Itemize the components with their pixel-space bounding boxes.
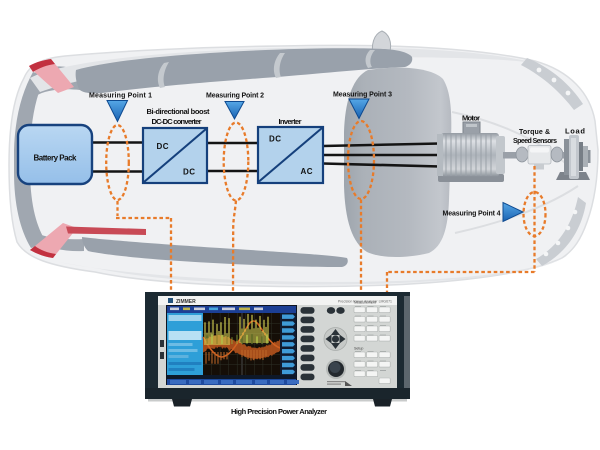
svg-text:Torque &: Torque & [519,129,550,136]
svg-text:DC: DC [269,135,281,144]
svg-text:Setup: Setup [354,347,363,351]
svg-text:Precision Power Analyzer LM: Precision Power Analyzer LMG671 [338,300,392,304]
svg-text:Measuring Point 1: Measuring Point 1 [89,93,152,100]
svg-text:Motor: Motor [462,114,480,123]
svg-text:High Precision Power Analyzer: High Precision Power Analyzer [231,407,327,416]
svg-text:AC: AC [301,167,313,176]
svg-text:Measuring Point 3: Measuring Point 3 [333,92,392,99]
svg-text:DC: DC [157,142,169,151]
svg-text:DC-DC converter: DC-DC converter [152,117,202,126]
svg-text:Load: Load [565,127,585,136]
svg-text:Bi-directional boost: Bi-directional boost [147,107,211,116]
svg-text:Measurement: Measurement [354,301,376,305]
svg-text:Measuring Point 2: Measuring Point 2 [206,93,264,100]
svg-text:Inverter: Inverter [279,117,302,126]
svg-text:ZIMMER: ZIMMER [176,299,196,305]
svg-text:DC: DC [183,168,195,177]
svg-text:Battery Pack: Battery Pack [34,154,78,163]
svg-text:Speed Sensors: Speed Sensors [513,138,557,145]
svg-text:Measuring Point 4: Measuring Point 4 [443,211,501,218]
